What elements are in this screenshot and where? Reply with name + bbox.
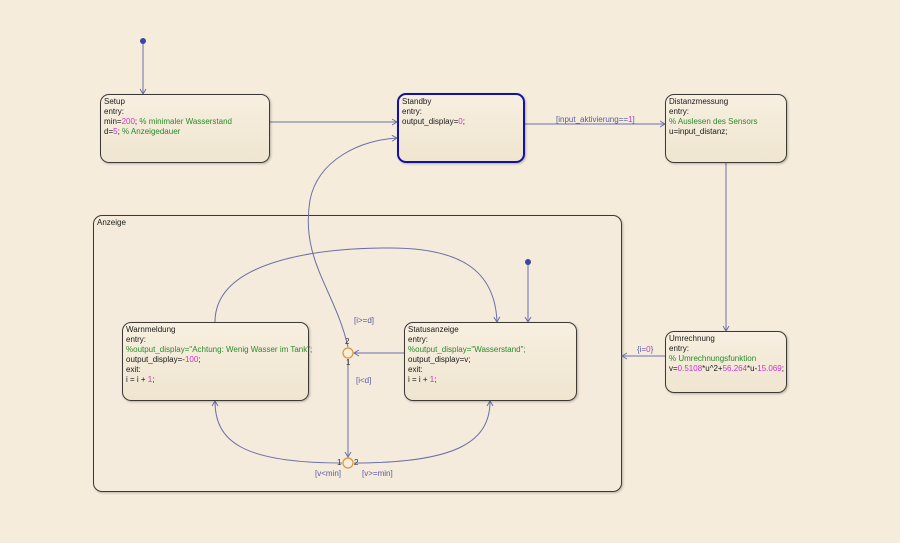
- formula-line: v=0.5108*u^2+56.264*u-15.069;: [669, 364, 784, 373]
- junction-top-priority-1: 1: [346, 358, 351, 367]
- entry-label: entry:: [669, 107, 690, 116]
- distanz-input-line: u=input_distanz;: [669, 127, 728, 136]
- label-i-lt-d[interactable]: [i<d]: [356, 376, 372, 385]
- status-increment-line: i = i + 1;: [408, 375, 437, 384]
- state-name: Setup: [104, 97, 125, 106]
- state-distanzmessung[interactable]: Distanzmessung entry: % Auslesen des Sen…: [665, 94, 787, 163]
- state-umrechnung[interactable]: Umrechnung entry: % Umrechnungsfunktion …: [665, 331, 787, 393]
- label-v-ge-min[interactable]: [v>=min]: [362, 469, 393, 478]
- state-name: Umrechnung: [669, 334, 715, 343]
- exit-label: exit:: [408, 365, 423, 374]
- label-v-lt-min[interactable]: [v<min]: [315, 469, 342, 478]
- label-i-reset[interactable]: {i=0}: [637, 345, 654, 354]
- state-name: Standby: [402, 97, 432, 106]
- state-name: Statusanzeige: [408, 325, 459, 334]
- state-name: Anzeige: [97, 218, 126, 227]
- state-warnmeldung[interactable]: Warnmeldung entry: %output_display="Acht…: [122, 322, 313, 401]
- entry-label: entry:: [104, 107, 125, 116]
- state-standby[interactable]: Standby entry: output_display=0;: [397, 93, 525, 163]
- warn-increment-line: i = i + 1;: [126, 375, 155, 384]
- junction-top-priority-2: 2: [345, 337, 350, 346]
- label-i-ge-d[interactable]: [i>=d]: [354, 316, 375, 325]
- comment: % Auslesen des Sensors: [669, 117, 758, 126]
- junction-bottom-priority-1: 1: [337, 458, 342, 467]
- comment: %output_display="Achtung: Wenig Wasser i…: [126, 345, 313, 354]
- label-input-aktivierung[interactable]: [input_aktivierung==1]: [556, 115, 635, 124]
- entry-label: entry:: [126, 335, 147, 344]
- comment: % Umrechnungsfunktion: [669, 354, 757, 363]
- junction-bottom-priority-2: 2: [354, 458, 359, 467]
- entry-label: entry:: [408, 335, 429, 344]
- setup-min-line: min=200; % minimaler Wasserstand: [104, 117, 232, 126]
- standby-output-line: output_display=0;: [402, 117, 465, 126]
- warn-output-line: output_display=-100;: [126, 355, 201, 364]
- entry-label: entry:: [669, 344, 690, 353]
- state-statusanzeige[interactable]: Statusanzeige entry: %output_display="Wa…: [404, 322, 577, 401]
- entry-label: entry:: [402, 107, 423, 116]
- default-dot-setup: [140, 38, 146, 44]
- exit-label: exit:: [126, 365, 141, 374]
- state-name: Warnmeldung: [126, 325, 176, 334]
- setup-d-line: d=5; % Anzeigedauer: [104, 127, 181, 136]
- status-output-line: output_display=v;: [408, 355, 471, 364]
- state-name: Distanzmessung: [669, 97, 729, 106]
- state-setup[interactable]: Setup entry: min=200; % minimaler Wasser…: [100, 94, 270, 163]
- comment: %output_display="Wasserstand";: [408, 345, 526, 354]
